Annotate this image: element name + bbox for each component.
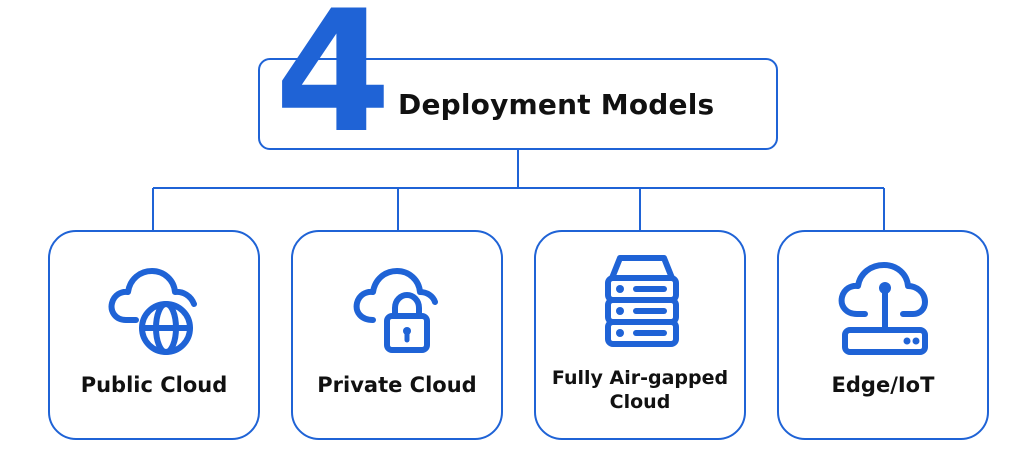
card-public-cloud: Public Cloud bbox=[48, 230, 260, 440]
server-rack-icon bbox=[605, 255, 679, 347]
cloud-globe-icon bbox=[108, 268, 197, 355]
title-text: Deployment Models bbox=[398, 88, 715, 121]
cloud-edge-device-icon bbox=[838, 262, 928, 355]
card-edge-iot: Edge/IoT bbox=[777, 230, 989, 440]
cloud-lock-icon bbox=[353, 268, 438, 353]
card-label: Fully Air-gapped Cloud bbox=[551, 367, 729, 413]
card-air-gapped-cloud: Fully Air-gapped Cloud bbox=[534, 230, 746, 440]
card-label: Edge/IoT bbox=[831, 373, 935, 397]
card-label: Private Cloud bbox=[317, 373, 477, 397]
card-label: Public Cloud bbox=[80, 373, 228, 397]
title-box bbox=[258, 58, 778, 150]
card-private-cloud: Private Cloud bbox=[291, 230, 503, 440]
svg-text:4: 4 bbox=[275, 2, 392, 142]
title-number: 4 bbox=[275, 2, 392, 142]
